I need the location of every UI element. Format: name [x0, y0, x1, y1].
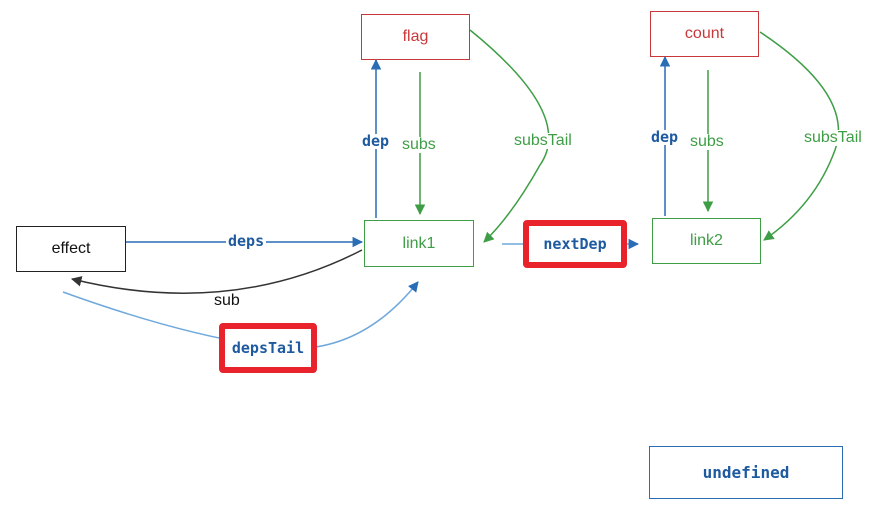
label-subs-2: subs: [690, 133, 724, 150]
edge-substail-count-link2: [759, 31, 840, 241]
edge-substail-flag-link1: [469, 29, 550, 243]
node-undefined: undefined: [649, 446, 843, 499]
label-subs-1: subs: [402, 136, 436, 153]
label-substail-1: subsTail: [514, 132, 572, 149]
label-nextdep-highlighted: nextDep: [523, 220, 627, 268]
label-depstail-highlighted: depsTail: [219, 323, 317, 373]
label-dep-2: dep: [651, 128, 679, 146]
node-effect: effect: [16, 226, 126, 272]
label-substail-2: subsTail: [804, 129, 862, 146]
edge-sub-link1-effect: [70, 249, 363, 294]
node-count: count: [650, 11, 759, 57]
node-link2: link2: [652, 218, 761, 264]
label-sub: sub: [212, 292, 242, 309]
label-deps: deps: [226, 232, 267, 250]
node-flag: flag: [361, 14, 470, 60]
label-dep-1: dep: [362, 132, 390, 150]
node-link1: link1: [364, 220, 474, 267]
